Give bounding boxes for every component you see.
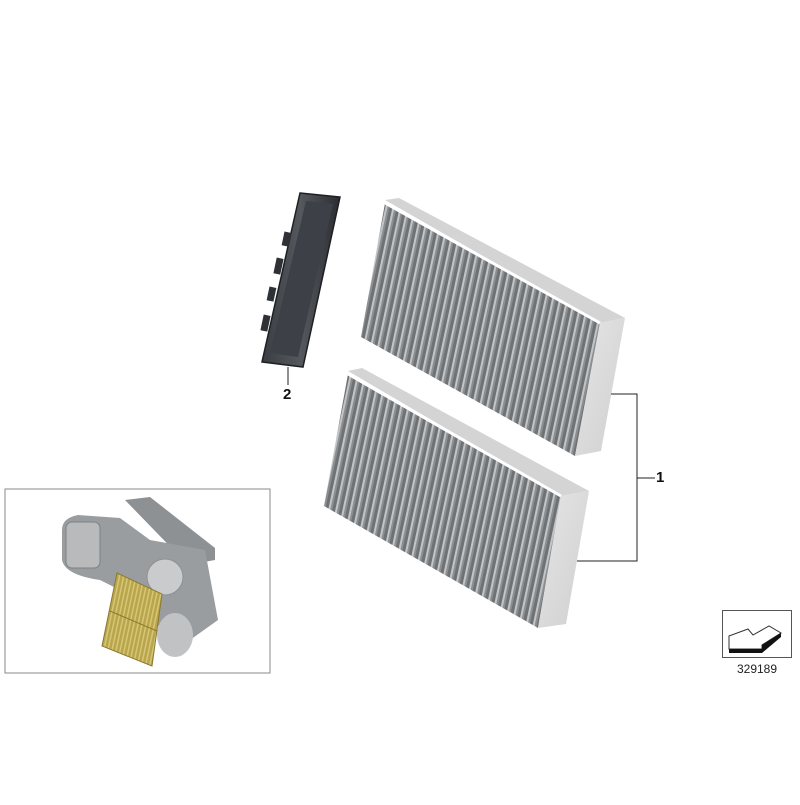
leader-bracket-1	[577, 393, 655, 562]
filter-lower	[324, 368, 589, 628]
filter-cover	[260, 192, 341, 368]
arrow-direction-icon	[728, 625, 782, 653]
callout-2: 2	[283, 386, 292, 403]
filter-upper	[361, 198, 625, 456]
callout-1: 1	[656, 469, 665, 486]
reference-icon-box	[722, 610, 792, 658]
reference-number: 329189	[736, 662, 778, 676]
inset-housing-drawing	[4, 488, 271, 674]
